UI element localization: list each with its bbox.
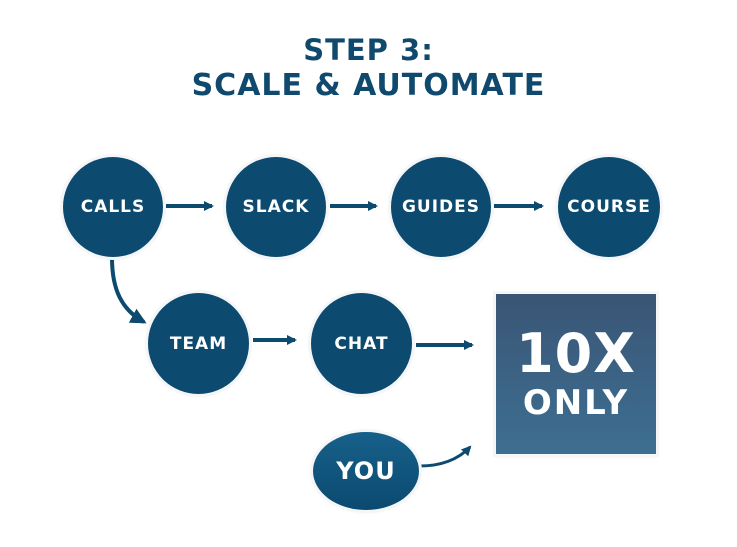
title-subtitle: SCALE & AUTOMATE [191,68,546,103]
result-box: 10X ONLY [496,294,656,454]
node-guides-label: GUIDES [401,197,481,217]
node-guides: GUIDES [391,157,491,257]
result-multiplier: 10X [516,322,636,385]
result-qualifier: ONLY [522,383,630,423]
arrow-calls-team [110,257,147,324]
node-calls: CALLS [63,157,163,257]
node-team: TEAM [148,293,249,394]
node-calls-label: CALLS [80,197,146,217]
node-course-label: COURSE [567,197,651,217]
arrow-you-result [419,445,472,468]
node-team-label: TEAM [169,333,228,354]
node-chat-label: CHAT [334,333,389,354]
node-slack: SLACK [226,157,326,257]
node-slack-label: SLACK [242,197,310,217]
node-you-label: YOU [336,457,396,485]
node-you: YOU [313,432,419,510]
node-chat: CHAT [311,293,412,394]
node-course: COURSE [558,157,660,257]
title-step: STEP 3: [303,33,434,67]
